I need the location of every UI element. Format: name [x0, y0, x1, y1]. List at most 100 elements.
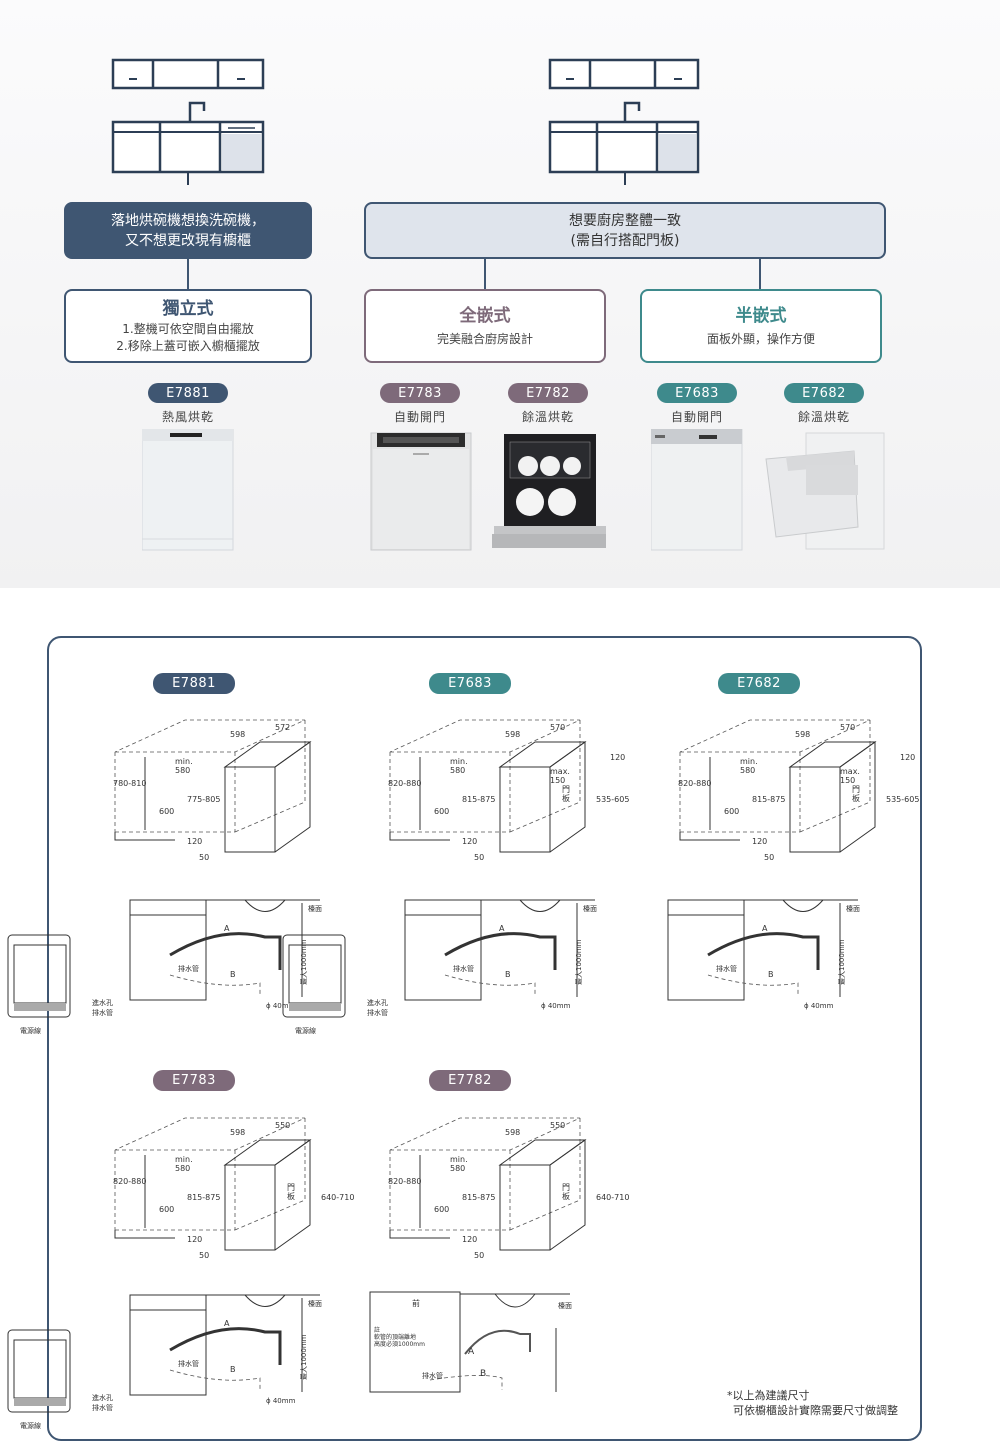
scenario-line1: 想要廚房整體一致 — [569, 212, 681, 229]
hose-note: 註 — [374, 1326, 380, 1334]
plumbing-diagram-e7782: 前檯面AB排水管註軟管的頂端離地高度必須1000mm — [369, 1291, 572, 1393]
installation-dimensions-panel — [47, 636, 922, 1441]
door-panel-label: 門 — [852, 785, 860, 794]
dim-min-depth: min. — [175, 757, 193, 766]
counter-label: 檯面 — [308, 904, 322, 913]
kitchen-cabinet-illustration-left — [111, 58, 265, 185]
dim-foot: 120 — [462, 1235, 477, 1244]
dim-cabinet-height: 820-880 — [678, 779, 711, 788]
dim-width: 600 — [159, 807, 174, 816]
label-a: A — [224, 924, 230, 933]
scenario-line1: 落地烘碗機想換洗碗機， — [111, 212, 265, 229]
door-panel-label: 板 — [562, 1191, 570, 1201]
type-title: 半嵌式 — [735, 306, 787, 326]
dim-door-height: 535-605 — [886, 795, 919, 804]
dim-cabinet-height: 820-880 — [388, 1177, 421, 1186]
model-feature: 自動開門 — [393, 410, 446, 424]
dim-width: 600 — [159, 1205, 174, 1214]
dim-depth: 572 — [275, 723, 290, 732]
type-title: 獨立式 — [162, 299, 214, 319]
dim-foot-small: 50 — [764, 853, 774, 862]
dim-max150: max. — [840, 767, 860, 776]
product-image-e7881 — [142, 429, 234, 551]
dim-min-depth: min. — [450, 757, 468, 766]
door-panel-label: 板 — [852, 793, 860, 803]
model-pill-e7881: E7881 — [148, 383, 228, 403]
model-pill-e7783: E7783 — [380, 383, 460, 403]
dim-height: 775-805 — [187, 795, 220, 804]
inlet-hole-label: 進水孔 — [92, 998, 113, 1007]
dim-depth: 570 — [840, 723, 855, 732]
diagram-label-e7881: E7881 — [153, 673, 235, 694]
dim-foot-small: 50 — [199, 853, 209, 862]
dim-foot: 120 — [187, 1235, 202, 1244]
label-b: B — [768, 970, 774, 979]
type-desc: 2.移除上蓋可嵌入櫥櫃擺放 — [116, 339, 260, 353]
diameter-label: ϕ 40mm — [266, 1397, 296, 1405]
door-panel-label: 門 — [562, 785, 570, 794]
dim-min-depth: 580 — [175, 766, 190, 775]
dim-door-height: 640-710 — [596, 1193, 629, 1202]
dim-120: 120 — [900, 753, 915, 762]
drain-hole-label: 排水管 — [367, 1008, 388, 1017]
door-panel-label: 門 — [287, 1183, 295, 1192]
dim-foot-small: 50 — [474, 853, 484, 862]
label-a: A — [762, 924, 768, 933]
model-pill-e7683: E7683 — [657, 383, 737, 403]
counter-label: 檯面 — [846, 904, 860, 913]
dim-foot-small: 50 — [474, 1251, 484, 1260]
drain-hole-label: 排水管 — [92, 1403, 113, 1412]
scenario-box-replace-dryer: 落地烘碗機想換洗碗機， 又不想更改現有櫥櫃 — [64, 202, 312, 259]
dim-foot: 120 — [752, 837, 767, 846]
hose-note: 軟管的頂端離地 — [374, 1333, 416, 1341]
dim-depth: 550 — [275, 1121, 290, 1130]
counter-label: 檯面 — [583, 904, 597, 913]
type-box-freestanding: 獨立式 1.整機可依空間自由擺放 2.移除上蓋可嵌入櫥櫃擺放 — [64, 289, 312, 363]
dim-door-height: 535-605 — [596, 795, 629, 804]
max-height-label: 最大1000mm — [837, 939, 846, 985]
type-title: 全嵌式 — [459, 306, 511, 326]
tree-connectors — [187, 258, 761, 290]
dim-width: 600 — [434, 807, 449, 816]
dim-foot: 120 — [187, 837, 202, 846]
product-image-e7782 — [492, 434, 606, 548]
diagram-label-e7783: E7783 — [153, 1070, 235, 1091]
drain-hole-label: 排水管 — [92, 1008, 113, 1017]
dim-depth: 570 — [550, 723, 565, 732]
max-height-label: 最大1000mm — [299, 939, 308, 985]
door-panel-label: 板 — [287, 1191, 295, 1201]
label-a: A — [499, 924, 505, 933]
model-feature: 自動開門 — [670, 410, 723, 424]
door-panel-label: 門 — [562, 1183, 570, 1192]
dim-max150: 150 — [550, 776, 565, 785]
dim-door-height: 640-710 — [321, 1193, 354, 1202]
label-b: B — [230, 1365, 236, 1374]
power-cord-label: 電源線 — [20, 1421, 41, 1430]
max-height-label: 最大1000mm — [299, 1334, 308, 1380]
type-box-semi-built-in: 半嵌式 面板外顯，操作方便 — [640, 289, 882, 363]
dim-min-depth: min. — [175, 1155, 193, 1164]
dim-min-depth: 580 — [175, 1164, 190, 1173]
type-desc: 完美融合廚房設計 — [436, 332, 533, 346]
label-b: B — [480, 1369, 486, 1379]
dim-min-depth: min. — [740, 757, 758, 766]
dim-max150: max. — [550, 767, 570, 776]
product-image-e7783 — [370, 432, 472, 551]
power-cord-label: 電源線 — [295, 1026, 316, 1035]
footnote-adjust: 可依櫥櫃設計實際需要尺寸做調整 — [733, 1404, 898, 1417]
dim-height: 815-875 — [462, 1193, 495, 1202]
scenario-line2: (需自行搭配門板) — [570, 232, 680, 249]
counter-label: 檯面 — [558, 1301, 572, 1310]
product-image-e7682 — [765, 432, 885, 550]
type-desc: 1.整機可依空間自由擺放 — [122, 322, 254, 336]
model-feature: 熱風烘乾 — [161, 410, 214, 424]
dim-width: 600 — [724, 807, 739, 816]
model-feature: 餘溫烘乾 — [797, 410, 850, 424]
dim-598: 598 — [230, 1128, 245, 1137]
